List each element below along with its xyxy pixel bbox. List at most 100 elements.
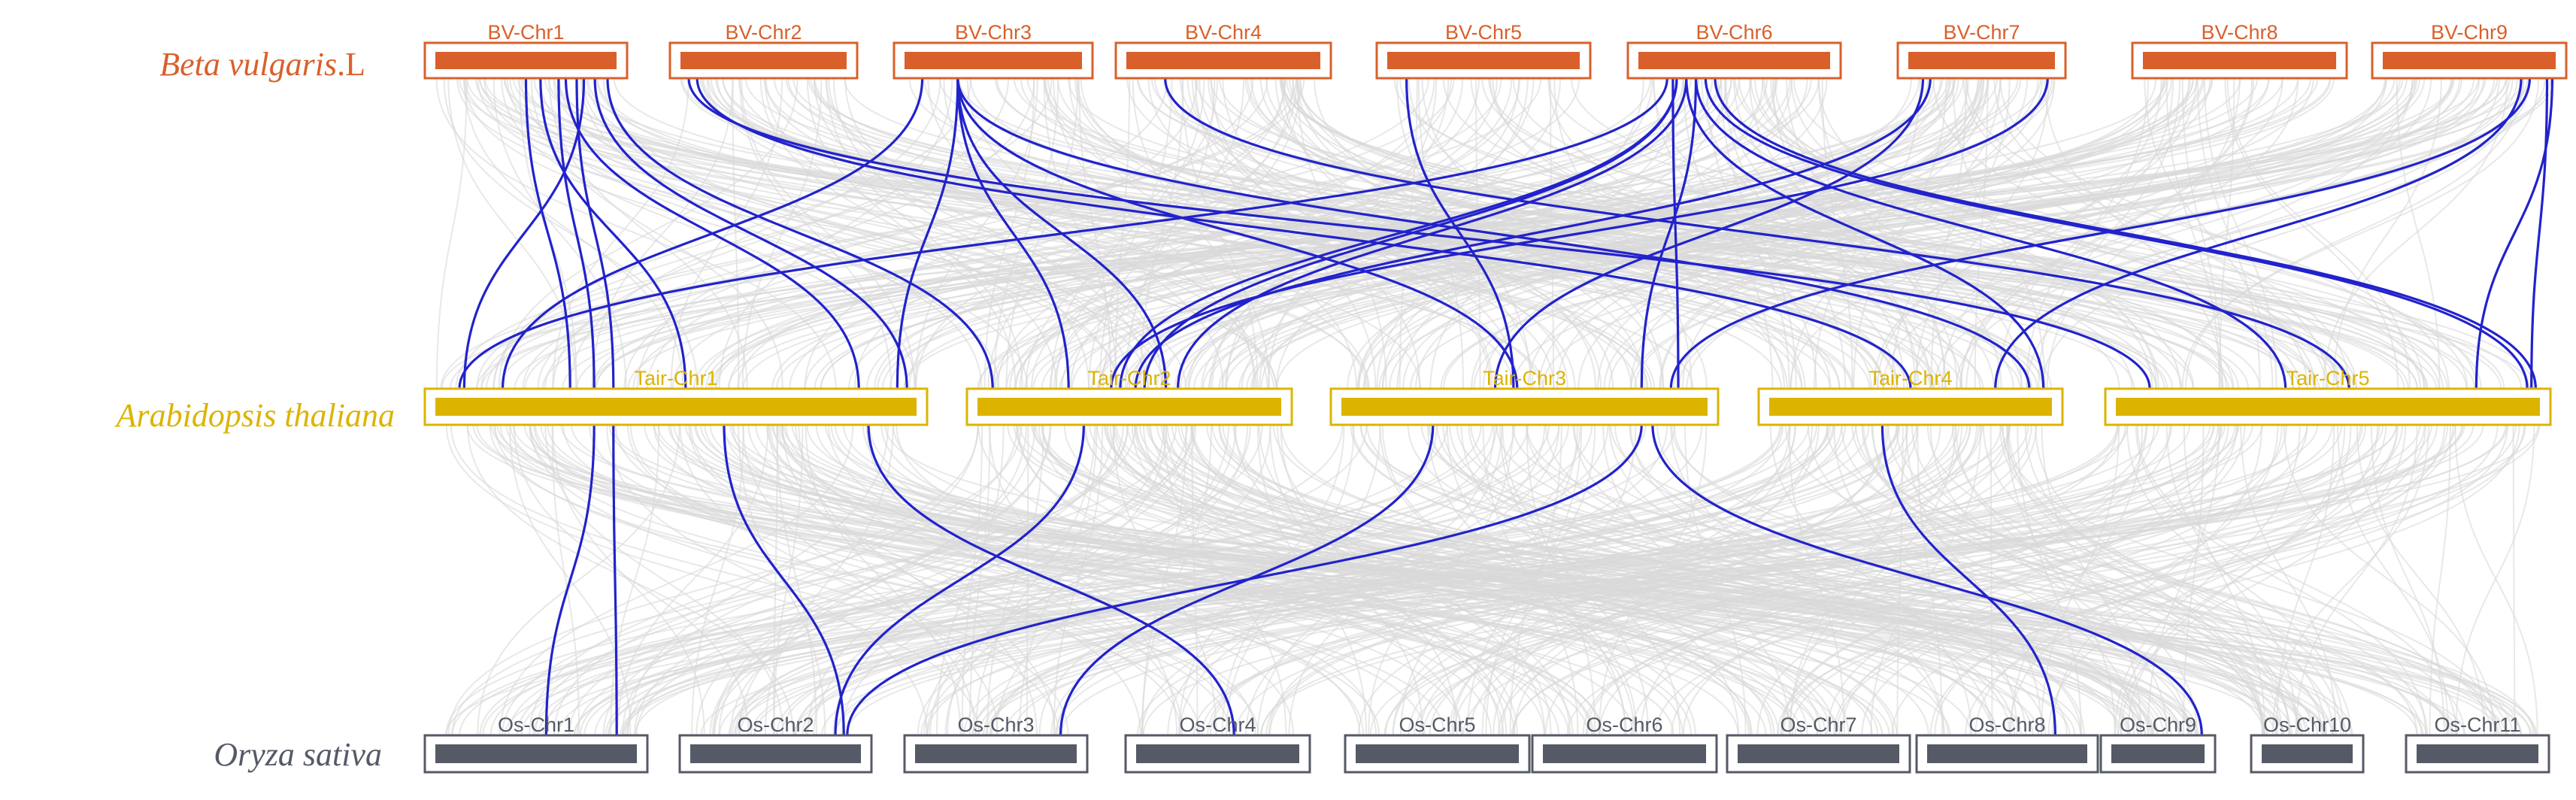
background-link xyxy=(1137,77,2468,389)
chromosome-os-chr1: Os-Chr1 xyxy=(423,714,649,774)
chromosome-bar xyxy=(690,744,861,763)
background-link xyxy=(530,77,783,389)
chromosome-bv-chr7: BV-Chr7 xyxy=(1896,21,2067,80)
background-link xyxy=(929,424,1229,736)
background-link xyxy=(1268,424,1980,736)
chromosome-bar xyxy=(1638,52,1830,69)
background-link xyxy=(741,77,916,389)
highlighted-link xyxy=(1669,77,2532,389)
chromosome-bv-chr5: BV-Chr5 xyxy=(1375,21,1592,80)
background-link xyxy=(1041,77,2416,389)
chromosome-label: Os-Chr5 xyxy=(1399,714,1475,736)
highlighted-link xyxy=(1405,77,1515,389)
background-link xyxy=(622,424,1900,736)
background-link xyxy=(576,424,1448,736)
background-link xyxy=(2323,77,2508,389)
background-link xyxy=(1789,424,1908,736)
background-link xyxy=(2183,424,2205,736)
background-link xyxy=(558,77,1186,389)
background-link xyxy=(1225,77,2551,389)
background-link xyxy=(815,424,1826,736)
background-link xyxy=(1789,424,1956,736)
background-link xyxy=(2429,424,2451,736)
background-link xyxy=(1724,77,1920,389)
background-link xyxy=(765,424,1595,736)
chromosome-bar xyxy=(2111,744,2205,763)
chromosome-tair-chr2: Tair-Chr2 xyxy=(965,367,1293,426)
highlighted-link xyxy=(956,77,2031,389)
chromosome-os-chr4: Os-Chr4 xyxy=(1124,714,1311,774)
background-link xyxy=(562,424,1445,736)
chromosome-os-chr6: Os-Chr6 xyxy=(1531,714,1718,774)
chromosome-bar xyxy=(435,744,637,763)
highlighted-link xyxy=(1714,77,2537,389)
chromosome-label: BV-Chr3 xyxy=(955,21,1032,44)
chromosome-bar xyxy=(1356,744,1519,763)
background-link xyxy=(1115,424,2536,736)
background-link xyxy=(1026,424,1029,736)
background-link xyxy=(1219,424,2172,736)
highlighted-link xyxy=(544,424,596,736)
highlighted-link xyxy=(1164,77,2350,389)
chromosome-label: Os-Chr6 xyxy=(1586,714,1662,736)
chromosome-bar xyxy=(1387,52,1580,69)
chromosome-label: Tair-Chr2 xyxy=(1087,367,1171,389)
background-link xyxy=(2276,424,2335,736)
chromosome-bar xyxy=(1738,744,1899,763)
chromosome-bar xyxy=(2143,52,2336,69)
chromosome-bar xyxy=(1769,398,2052,416)
background-link xyxy=(2332,77,2442,389)
highlighted-link xyxy=(593,77,908,389)
background-link xyxy=(463,77,1029,389)
background-link xyxy=(988,424,1178,736)
chromosome-bar xyxy=(2262,744,2353,763)
background-link xyxy=(1442,424,2011,736)
highlighted-link xyxy=(2474,77,2553,389)
chromosome-label: Tair-Chr4 xyxy=(1868,367,1952,389)
background-link xyxy=(1826,424,2496,736)
background-link xyxy=(702,77,1649,389)
background-link xyxy=(1185,77,1956,389)
background-link xyxy=(1427,424,1638,736)
background-link xyxy=(574,424,2159,736)
highlighted-link xyxy=(462,77,586,389)
background-link xyxy=(768,424,1141,736)
background-link xyxy=(1232,424,1822,736)
background-link xyxy=(2396,77,2441,389)
background-link xyxy=(742,424,976,736)
background-link xyxy=(1257,424,1496,736)
background-link xyxy=(776,424,817,736)
background-link xyxy=(708,77,2299,389)
chromosome-bv-chr2: BV-Chr2 xyxy=(668,21,859,80)
background-link xyxy=(1982,424,2290,736)
background-link xyxy=(1526,424,1596,736)
background-link xyxy=(1142,424,2333,736)
chromosome-bv-chr6: BV-Chr6 xyxy=(1626,21,1842,80)
background-link xyxy=(2283,424,2496,736)
background-link xyxy=(738,424,826,736)
background-link xyxy=(996,77,2239,389)
background-link xyxy=(653,424,1570,736)
chromosome-bv-chr8: BV-Chr8 xyxy=(2131,21,2348,80)
chromosome-os-chr8: Os-Chr8 xyxy=(1915,714,2099,774)
background-link xyxy=(1171,424,2353,736)
highlighted-link xyxy=(539,77,687,389)
background-link xyxy=(552,77,689,389)
background-link xyxy=(734,424,1569,736)
chromosome-bv-chr9: BV-Chr9 xyxy=(2371,21,2568,80)
background-link xyxy=(1841,424,2283,736)
background-link xyxy=(1277,424,1552,736)
background-link xyxy=(828,77,1268,389)
background-link xyxy=(739,77,893,389)
highlighted-link xyxy=(696,77,1912,389)
background-link xyxy=(1993,77,2329,389)
background-link xyxy=(1041,424,1750,736)
background-link xyxy=(2356,424,2485,736)
highlighted-link xyxy=(687,77,2151,389)
background-link xyxy=(1031,77,1480,389)
background-link xyxy=(1724,77,1847,389)
background-link xyxy=(1104,424,2034,736)
background-link xyxy=(443,77,699,389)
background-link xyxy=(1780,424,2238,736)
